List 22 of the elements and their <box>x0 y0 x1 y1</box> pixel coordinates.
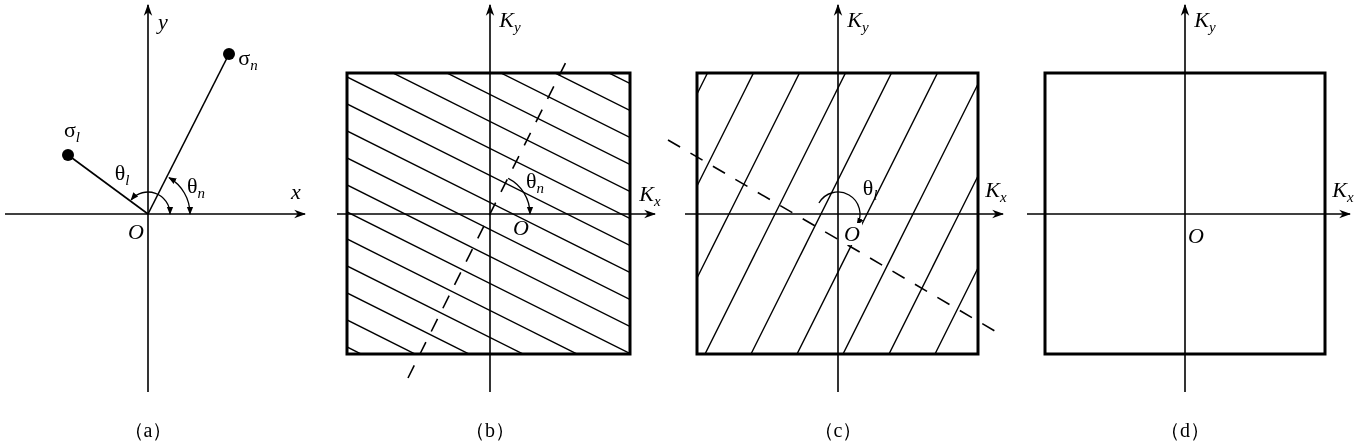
point-label: σ$_{n}$ <box>238 46 258 74</box>
origin-label: O <box>842 223 862 245</box>
axis-label: K$_{x}$ <box>985 178 1007 206</box>
panel-caption: （d） <box>1160 420 1210 440</box>
origin-label: O <box>1188 225 1204 247</box>
angle-label: θ$_{n}$ <box>187 174 205 202</box>
axis-label: K$_{y}$ <box>499 8 521 36</box>
angle-label: θ$_{l}$ <box>114 161 130 189</box>
axis-label: x <box>291 181 301 203</box>
axis-label: K$_{x}$ <box>639 182 661 210</box>
point-label: σ$_{l}$ <box>64 118 80 146</box>
axis-label: K$_{y}$ <box>1194 8 1216 36</box>
angle-label: θ$_{l}$ <box>862 176 878 204</box>
origin-label: O <box>128 221 144 243</box>
axis-label: K$_{y}$ <box>847 8 869 36</box>
axis-label: K$_{x}$ <box>1332 178 1354 206</box>
axis-label: y <box>158 11 168 33</box>
angle-label: θ$_{n}$ <box>526 169 544 197</box>
panel-caption: （b） <box>465 420 515 440</box>
origin-label: O <box>513 217 529 239</box>
panel-caption: （a） <box>123 420 173 440</box>
panel-caption: （c） <box>813 420 863 440</box>
